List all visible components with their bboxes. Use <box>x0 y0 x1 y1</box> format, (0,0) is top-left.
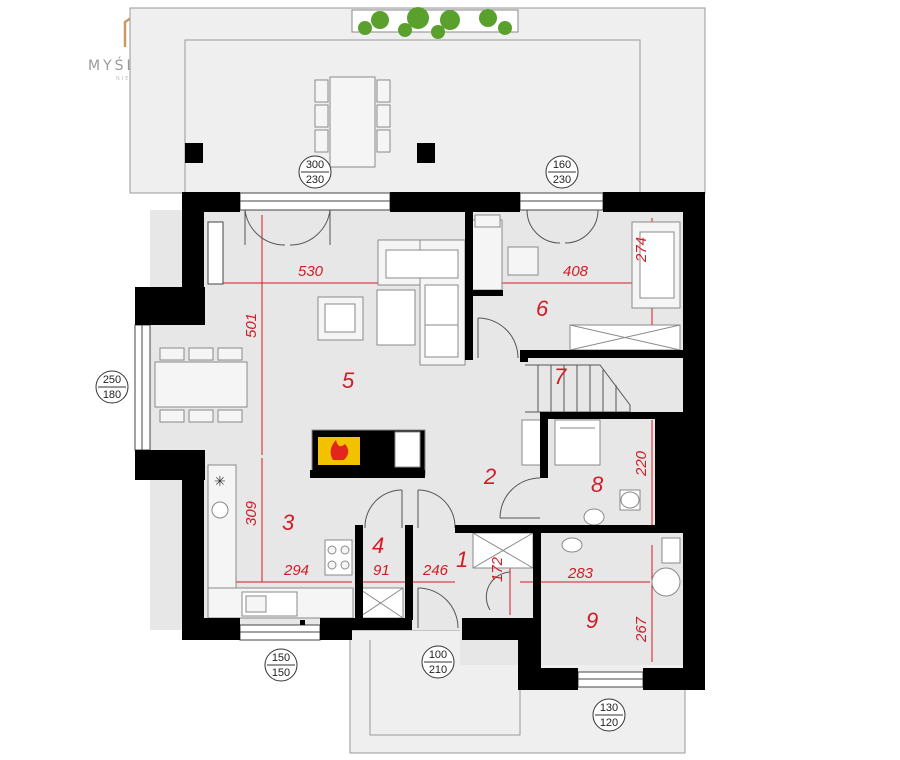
opening-height: 230 <box>553 174 571 186</box>
fireplace-icon <box>311 429 426 476</box>
dimension-294: 294 <box>283 562 309 579</box>
opening-width: 100 <box>429 649 447 661</box>
rear-terrace <box>129 7 706 194</box>
opening-height: 210 <box>429 664 447 676</box>
room-number-6: 6 <box>536 296 549 321</box>
washbasin-icon <box>583 508 605 526</box>
opening-width: 160 <box>553 159 571 171</box>
armchair-icon <box>317 296 364 341</box>
cabinet-icon <box>521 419 543 466</box>
pantry-shelf-icon <box>357 587 404 619</box>
opening-badge: 150 150 <box>264 648 298 682</box>
guest-sofa-icon <box>631 221 681 309</box>
opening-width: 250 <box>103 374 121 386</box>
opening-badge: 100 210 <box>421 645 455 679</box>
walls <box>135 192 705 690</box>
opening-width: 130 <box>600 702 618 714</box>
dimension-172: 172 <box>489 556 506 582</box>
dimension-91: 91 <box>373 562 390 579</box>
opening-badge: 130 120 <box>592 698 626 732</box>
coffee-table-icon <box>376 289 416 346</box>
room-number-4: 4 <box>372 533 384 558</box>
furniture: ✳ <box>154 76 681 619</box>
opening-height: 120 <box>600 717 618 729</box>
dimension-274: 274 <box>633 237 650 263</box>
wardrobe-icon <box>471 214 503 291</box>
room-number-2: 2 <box>483 464 496 489</box>
room-numbers: 1 2 3 4 5 6 7 8 9 <box>282 296 604 633</box>
opening-badge: 300 230 <box>298 155 332 189</box>
dimension-530: 530 <box>298 263 324 280</box>
bathroom-sink-icon <box>561 537 583 553</box>
room-number-3: 3 <box>282 510 295 535</box>
shower-icon <box>554 419 601 466</box>
door-swings <box>244 209 599 629</box>
room-number-9: 9 <box>586 608 598 633</box>
room-number-5: 5 <box>342 368 355 393</box>
shelf-icon <box>661 537 681 564</box>
closet-icon <box>472 532 534 569</box>
room-number-7: 7 <box>554 364 567 389</box>
kitchen-sink-icon <box>241 591 298 617</box>
terrace-table-icon <box>314 76 391 168</box>
dining-table-icon <box>154 347 248 423</box>
dimension-246: 246 <box>422 562 449 579</box>
windows <box>134 192 644 688</box>
dimension-283: 283 <box>567 565 594 582</box>
stairs-icon <box>525 364 631 413</box>
storage-box-icon <box>569 324 681 351</box>
svg-text:✳: ✳ <box>214 474 226 490</box>
room-number-1: 1 <box>456 547 468 572</box>
opening-height: 180 <box>103 389 121 401</box>
toilet-icon <box>619 489 641 511</box>
chair-icon <box>507 246 539 276</box>
stove-icon <box>324 539 353 576</box>
dimension-267: 267 <box>633 616 650 643</box>
room-number-8: 8 <box>591 472 604 497</box>
sofa-icon <box>377 239 466 366</box>
opening-width: 300 <box>306 159 324 171</box>
planter-icon <box>351 7 519 39</box>
opening-badge: 250 180 <box>95 370 129 404</box>
opening-width: 150 <box>272 652 290 664</box>
opening-height: 150 <box>272 667 290 679</box>
dimension-501: 501 <box>243 313 260 338</box>
boiler-icon <box>651 567 681 597</box>
opening-badges: 300 230 160 230 250 180 150 150 100 210 <box>95 155 626 732</box>
opening-badge: 160 230 <box>545 155 579 189</box>
dimension-408: 408 <box>563 263 589 280</box>
dimension-labels: 530 408 274 501 309 294 91 246 172 283 2… <box>243 237 650 643</box>
opening-height: 230 <box>306 174 324 186</box>
dimension-309: 309 <box>243 500 260 526</box>
dimension-220: 220 <box>633 450 650 477</box>
